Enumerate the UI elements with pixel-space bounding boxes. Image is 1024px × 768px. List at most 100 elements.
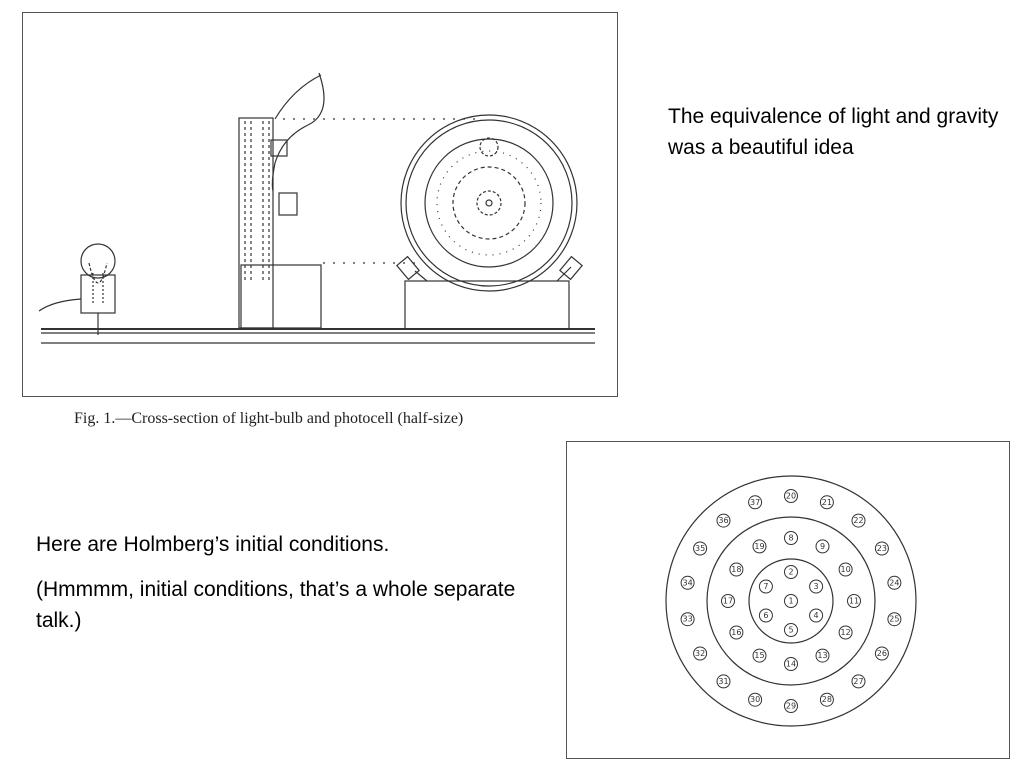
- ring-node-circle: [758, 579, 773, 594]
- ring-node-label: 15: [754, 651, 764, 660]
- ring-node: 17: [721, 594, 735, 608]
- ring-node-label: 19: [754, 542, 764, 551]
- ring-node-label: 11: [849, 597, 859, 606]
- ring-node-label: 9: [820, 542, 825, 551]
- ring-node-label: 36: [718, 516, 728, 525]
- ring-node-circle: [874, 646, 889, 661]
- ring-node-circle: [784, 565, 798, 579]
- ring-node-circle: [784, 489, 798, 503]
- ring-node-label: 4: [814, 611, 819, 620]
- ring-node-label: 17: [723, 597, 733, 606]
- ring-node: 27: [851, 674, 866, 689]
- ring-node: 33: [680, 612, 695, 627]
- ring-node: 26: [874, 646, 889, 661]
- ring-node-label: 29: [786, 702, 796, 711]
- ring-node: 28: [819, 692, 834, 707]
- ring-node-label: 34: [683, 578, 693, 587]
- ring-node: 7: [758, 579, 773, 594]
- ring-node: 15: [752, 648, 767, 663]
- ring-node: 20: [784, 489, 798, 503]
- ring-node-circle: [716, 513, 731, 528]
- ring-node: 1: [784, 594, 798, 608]
- ring-node-label: 28: [822, 695, 832, 704]
- ring-node-label: 25: [889, 615, 899, 624]
- ring-node-label: 1: [788, 597, 793, 606]
- ring-node-circle: [784, 594, 798, 608]
- ring-node: 31: [716, 674, 731, 689]
- ring-node-circle: [874, 541, 889, 556]
- ring-node: 12: [838, 625, 853, 640]
- ring-node-circle: [815, 539, 830, 554]
- ring-node-label: 20: [786, 492, 796, 501]
- ring-node: 6: [758, 608, 773, 623]
- ring-node-circle: [851, 513, 866, 528]
- ring-node-circle: [752, 539, 767, 554]
- ring-node-label: 26: [877, 649, 887, 658]
- ring-node-circle: [752, 648, 767, 663]
- ring-node-label: 24: [889, 578, 899, 587]
- ring-node-circle: [758, 608, 773, 623]
- ring-node-circle: [851, 674, 866, 689]
- ring-node-circle: [693, 646, 708, 661]
- ring-node-circle: [838, 625, 853, 640]
- ring-node: 25: [887, 612, 902, 627]
- concentric-rings-diagram: 1234567891011121314151617181920212223242…: [665, 475, 917, 727]
- ring-node-label: 16: [731, 628, 741, 637]
- ring-node: 14: [784, 657, 798, 671]
- ring-node-circle: [693, 541, 708, 556]
- light-bulb-photocell-figure: [22, 12, 618, 397]
- ring-node-circle: [784, 531, 798, 545]
- ring-node-circle: [887, 575, 902, 590]
- ring-node: 3: [809, 579, 824, 594]
- ring-node-label: 27: [853, 677, 863, 686]
- ring-node-label: 35: [695, 544, 705, 553]
- ring-node-label: 21: [822, 498, 832, 507]
- ring-node: 4: [809, 608, 824, 623]
- ring-node-circle: [784, 623, 798, 637]
- ring-node-label: 33: [683, 615, 693, 624]
- ring-node-label: 6: [763, 611, 768, 620]
- ring-node-circle: [716, 674, 731, 689]
- ring-node-label: 10: [841, 565, 851, 574]
- ring-node-label: 31: [718, 677, 728, 686]
- ring-node: 10: [838, 562, 853, 577]
- ring-node-label: 5: [788, 626, 793, 635]
- ring-node-circle: [680, 575, 695, 590]
- ring-node: 13: [815, 648, 830, 663]
- ring-node: 21: [819, 495, 834, 510]
- ring-node-label: 22: [853, 516, 863, 525]
- ring-node-label: 32: [695, 649, 705, 658]
- ring-node: 29: [784, 699, 798, 713]
- ring-node-label: 13: [817, 651, 827, 660]
- ring-node-label: 14: [786, 660, 796, 669]
- ring-node-label: 7: [763, 582, 768, 591]
- ring-node: 16: [729, 625, 744, 640]
- ring-node-label: 3: [814, 582, 819, 591]
- initial-conditions-text: Here are Holmberg’s initial conditions.: [36, 533, 390, 556]
- ring-node: 36: [716, 513, 731, 528]
- ring-node-circle: [809, 579, 824, 594]
- ring-node-label: 30: [750, 695, 760, 704]
- ring-node-circle: [838, 562, 853, 577]
- aside-text: (Hmmmm, initial conditions, that’s a who…: [36, 578, 516, 632]
- ring-node: 2: [784, 565, 798, 579]
- ring-node: 11: [847, 594, 861, 608]
- ring-node: 35: [693, 541, 708, 556]
- ring-node: 9: [815, 539, 830, 554]
- ring-node-label: 37: [750, 498, 760, 507]
- ring-node-circle: [784, 657, 798, 671]
- ring-node-label: 23: [877, 544, 887, 553]
- ring-node-circle: [729, 625, 744, 640]
- ring-node: 23: [874, 541, 889, 556]
- ring-node-label: 8: [788, 534, 793, 543]
- ring-node-circle: [729, 562, 744, 577]
- ring-node: 19: [752, 539, 767, 554]
- ring-node-label: 2: [788, 568, 793, 577]
- ring-node-circle: [887, 612, 902, 627]
- cross-section-drawing: [38, 72, 595, 344]
- ring-node-circle: [815, 648, 830, 663]
- ring-node: 24: [887, 575, 902, 590]
- ring-node-circle: [748, 692, 763, 707]
- ring-node-circle: [809, 608, 824, 623]
